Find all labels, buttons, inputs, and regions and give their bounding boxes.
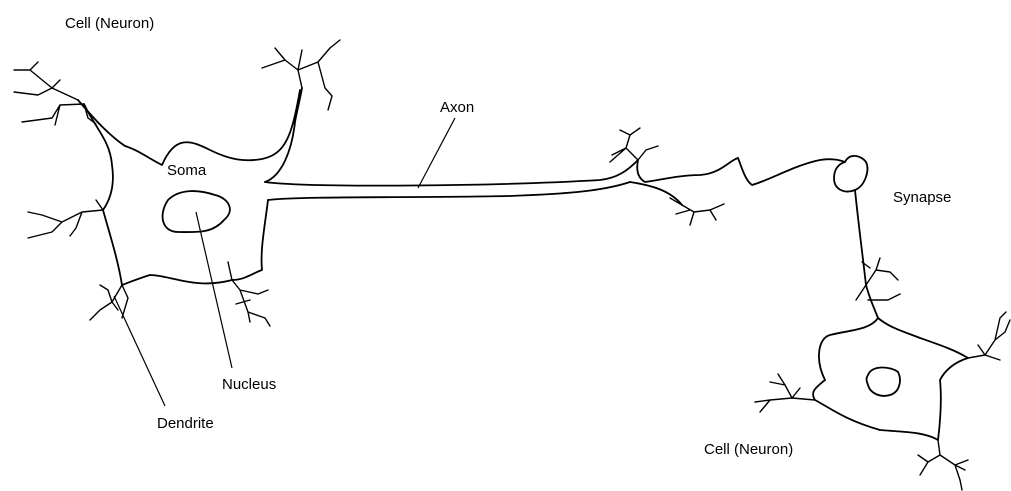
axon-upper-edge xyxy=(265,160,638,186)
dendrite-branch xyxy=(262,40,340,110)
synapse xyxy=(834,156,900,318)
cell-2-nucleus xyxy=(867,367,900,395)
postsynaptic-branch xyxy=(856,258,900,300)
dendrite-branch xyxy=(968,312,1010,360)
nucleus-leader-line xyxy=(196,212,232,368)
cell-2-dendrites xyxy=(755,312,1010,490)
axon-terminal-branch xyxy=(610,128,724,225)
synapse-bulb xyxy=(834,156,867,192)
postsynaptic-dendrite xyxy=(855,190,878,318)
cell-bottom-label: Cell (Neuron) xyxy=(704,442,793,457)
cell-2-soma-outline xyxy=(813,318,968,440)
axon-terminal xyxy=(630,158,738,205)
dendrite-branch xyxy=(918,440,968,490)
cell-1 xyxy=(14,40,340,326)
cell-1-dendrites xyxy=(14,40,340,326)
cell-2 xyxy=(755,312,1010,490)
dendrite-branch xyxy=(228,262,270,326)
soma-label: Soma xyxy=(167,163,206,178)
synapse-label: Synapse xyxy=(893,190,951,205)
nucleus-label: Nucleus xyxy=(222,377,276,392)
axon-label: Axon xyxy=(440,100,474,115)
dendrite-leader-line xyxy=(114,296,165,406)
synaptic-path xyxy=(738,158,845,185)
axon-leader-line xyxy=(418,118,455,188)
dendrite-branch xyxy=(14,62,96,125)
cell-1-nucleus xyxy=(163,191,230,232)
dendrite-branch xyxy=(755,374,815,412)
cell-1-soma-outline xyxy=(78,88,302,285)
cell-top-label: Cell (Neuron) xyxy=(65,16,154,31)
dendrite-label: Dendrite xyxy=(157,416,214,431)
dendrite-branch xyxy=(28,200,103,238)
axon xyxy=(265,128,845,225)
